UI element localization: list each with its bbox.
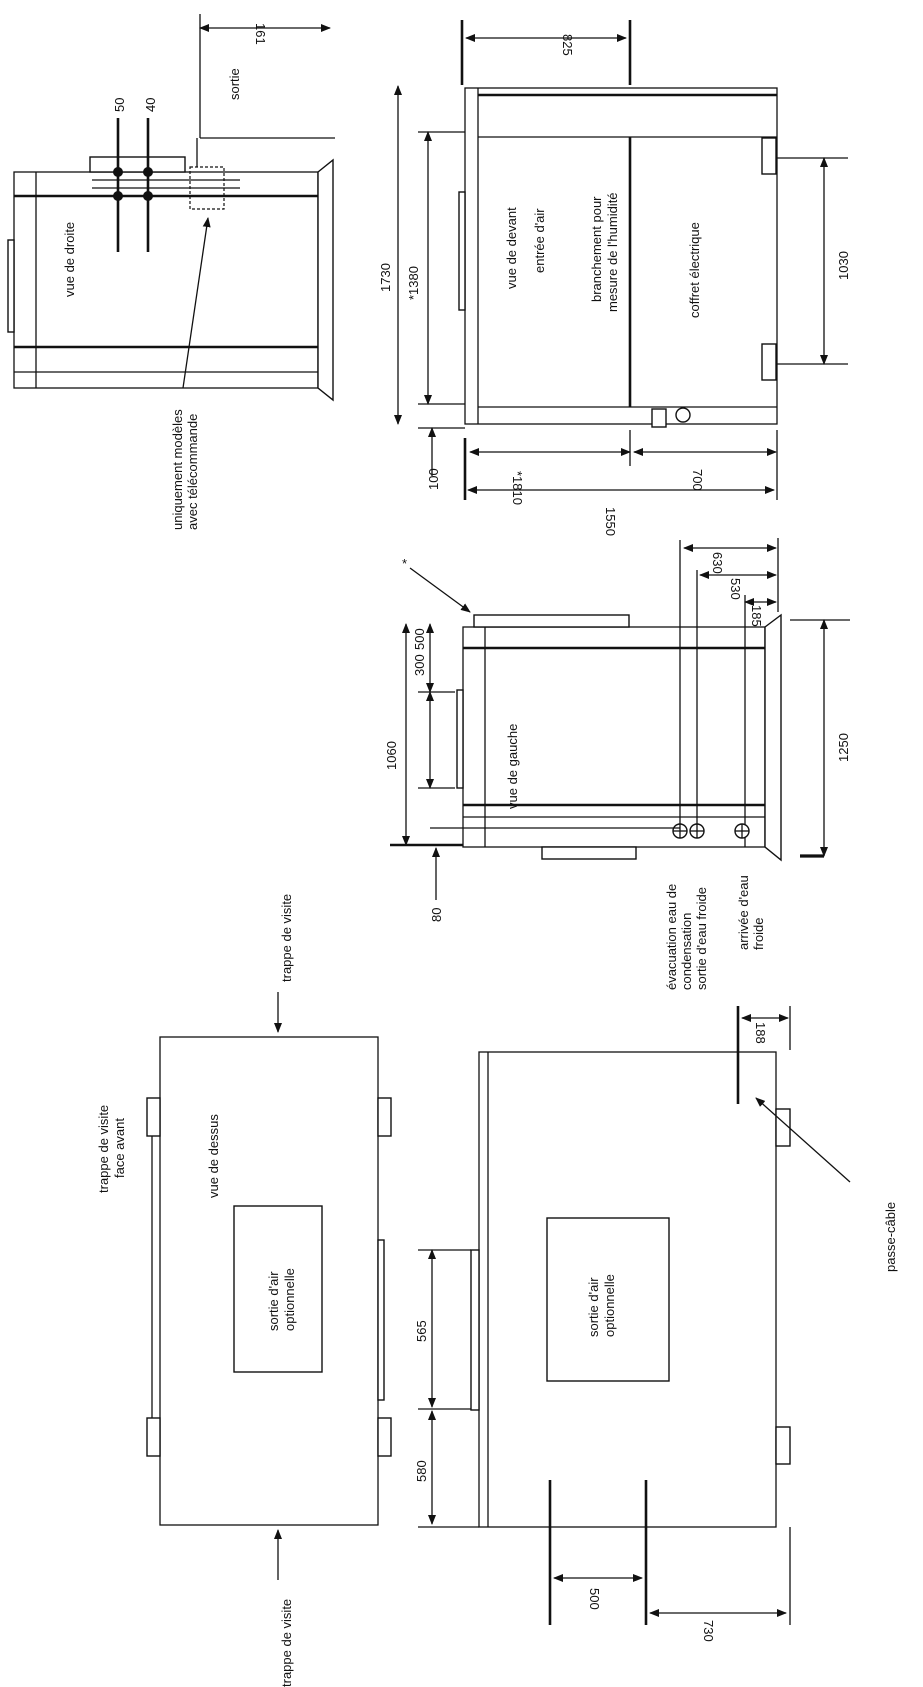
label-sortie: sortie — [227, 68, 242, 100]
label-vue-de-droite: vue de droite — [62, 222, 77, 297]
top-view-tab-b — [146, 1417, 161, 1457]
top-view-drawing — [146, 992, 392, 1580]
label-cold-in-line2: froide — [751, 917, 766, 950]
dim-1250: 1250 — [836, 733, 851, 762]
label-trappe-de-visite-bottom: trappe de visite — [279, 1599, 294, 1687]
star-arrow — [409, 567, 471, 613]
dim-161: 161 — [253, 23, 268, 45]
dim-1060: 1060 — [384, 741, 399, 770]
label-entree-d-air: entrée d'air — [532, 208, 547, 273]
left-view-top-block — [473, 614, 630, 628]
label-humidity-line2: mesure de l'humidité — [605, 192, 620, 312]
label-humidity-line1: branchement pour — [589, 196, 604, 302]
label-remote-line2: avec télécommande — [185, 414, 200, 530]
dim-500b: 500 — [587, 1588, 602, 1610]
pipe-50-joint-a — [113, 167, 123, 177]
label-trappe-de-visite-top: trappe de visite — [279, 894, 294, 982]
front-view-foot-b — [761, 343, 777, 381]
dim-565: 565 — [414, 1320, 429, 1342]
top-view-side-plate — [377, 1239, 385, 1401]
left-view-side-tab — [456, 689, 464, 789]
dim-40: 40 — [143, 98, 158, 112]
bottom-view-foot-a — [775, 1108, 791, 1147]
label-bottom-optional-line1: sortie d'air — [586, 1277, 601, 1337]
pipe-40-joint-a — [143, 167, 153, 177]
label-condensate-line2: condensation — [679, 913, 694, 990]
top-view-tab-d — [377, 1417, 392, 1457]
label-vue-de-gauche: vue de gauche — [505, 724, 520, 809]
front-view-switch — [651, 408, 667, 428]
left-view-bottom-block — [541, 846, 637, 860]
dim-80: 80 — [429, 908, 444, 922]
front-view-drawing — [394, 20, 848, 500]
label-remote-line1: uniquement modèles — [170, 409, 185, 530]
label-vue-de-dessus: vue de dessus — [206, 1114, 221, 1198]
right-view-drawing — [7, 14, 335, 402]
dim-700: 700 — [690, 469, 705, 491]
dim-50: 50 — [112, 98, 127, 112]
label-coffret-electrique: coffret électrique — [687, 222, 702, 318]
label-front-hatch-line1: trappe de visite — [96, 1105, 111, 1193]
dim-1380: *1380 — [406, 266, 421, 300]
front-view-foot-a — [761, 137, 777, 175]
dim-185: 185 — [749, 605, 764, 627]
label-passe-cable: passe-câble — [883, 1202, 898, 1272]
label-vue-de-devant: vue de devant — [504, 207, 519, 289]
dim-1810: *1810 — [510, 471, 525, 505]
star-mark: * — [402, 556, 407, 571]
bottom-view-foot-b — [775, 1426, 791, 1465]
dim-530: 530 — [728, 578, 743, 600]
pipe-50-joint-b — [113, 191, 123, 201]
label-bottom-optional-line2: optionnelle — [602, 1274, 617, 1337]
label-cold-out: sortie d'eau froide — [694, 887, 709, 990]
front-view-knob — [675, 407, 691, 423]
dim-630: 630 — [710, 552, 725, 574]
right-view-side-tab — [7, 239, 15, 333]
bottom-view-drawing — [418, 1006, 851, 1625]
label-top-optional-line1: sortie d'air — [266, 1271, 281, 1331]
bottom-view-optional-outlet — [546, 1217, 670, 1382]
cable-gland-arrow — [755, 1097, 851, 1183]
dim-730: 730 — [701, 1620, 716, 1642]
label-top-optional-line2: optionnelle — [282, 1268, 297, 1331]
top-view-tab-c — [377, 1097, 392, 1137]
left-view-drawing — [390, 538, 850, 900]
dim-1030: 1030 — [836, 251, 851, 280]
right-view-outer-frame — [13, 171, 319, 389]
dim-1730: 1730 — [378, 263, 393, 292]
label-front-hatch-line2: face avant — [112, 1118, 127, 1178]
dim-500: 500 — [412, 628, 427, 650]
front-view-side-tab — [458, 191, 466, 311]
outlet-remote-box — [189, 166, 225, 210]
dim-300: 300 — [412, 654, 427, 676]
bottom-view-side-tab — [470, 1249, 480, 1411]
top-view-tab-a — [146, 1097, 161, 1137]
left-view-foot — [764, 613, 782, 862]
dim-100: 100 — [426, 468, 441, 490]
right-view-foot — [317, 158, 334, 402]
label-condensate-line1: évacuation eau de — [664, 884, 679, 990]
dim-580: 580 — [414, 1460, 429, 1482]
dim-188: 188 — [753, 1022, 768, 1044]
label-cold-in-line1: arrivée d'eau — [736, 875, 751, 950]
top-view-optional-outlet — [233, 1205, 323, 1373]
remote-arrow — [182, 217, 211, 389]
right-view-top-block — [89, 156, 186, 173]
dim-825: 825 — [560, 34, 575, 56]
dim-1550: 1550 — [603, 507, 618, 536]
pipe-40-joint-b — [143, 191, 153, 201]
